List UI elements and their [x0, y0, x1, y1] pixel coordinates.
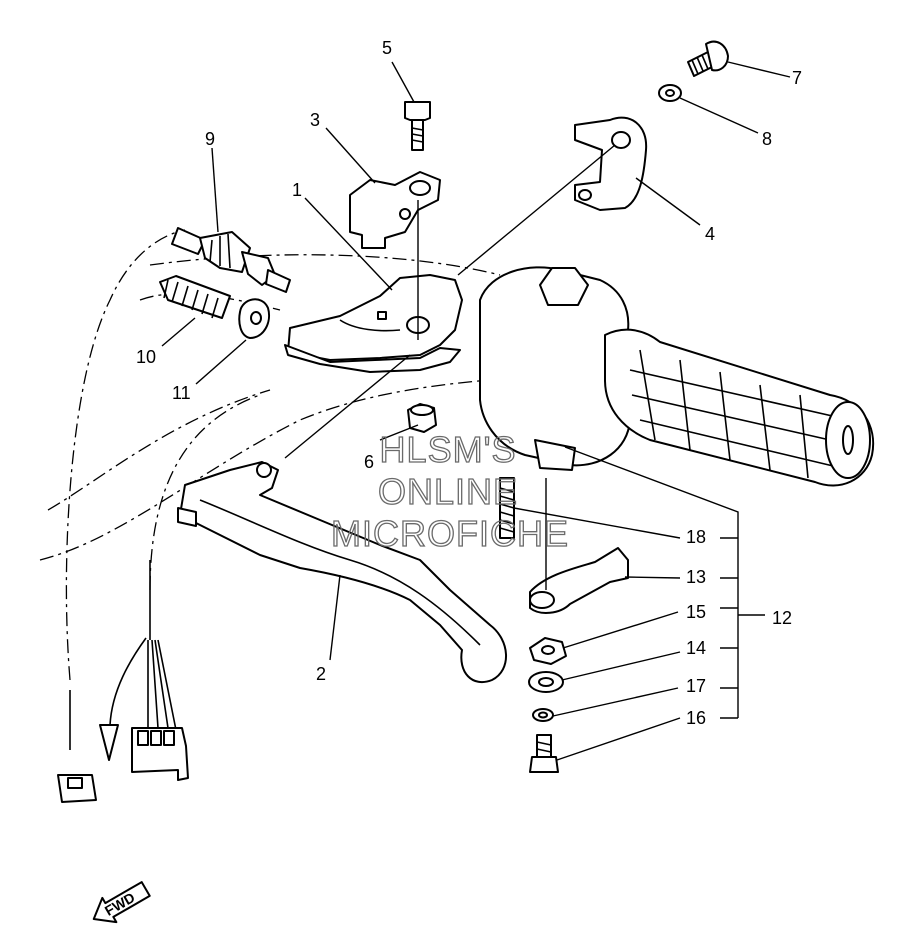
part-9-cable-adjuster	[171, 227, 291, 293]
part-18-screw	[499, 477, 515, 539]
callout-14: 14	[686, 638, 706, 658]
callout-6: 6	[364, 452, 374, 472]
callout-12: 12	[772, 608, 792, 628]
part-4-clamp	[574, 116, 648, 211]
watermark-line-3: MICROFICHE	[331, 513, 569, 554]
watermark-line-2: ONLINE	[378, 471, 518, 512]
leader-lines	[161, 61, 791, 761]
wiring-harness	[57, 560, 189, 803]
callout-18: 18	[686, 527, 706, 547]
callout-17: 17	[686, 676, 706, 696]
part-3-bracket	[349, 171, 441, 249]
part-8-washer	[658, 84, 682, 102]
callout-16: 16	[686, 708, 706, 728]
callout-9: 9	[205, 129, 215, 149]
callout-11: 11	[172, 383, 191, 403]
callout-7: 7	[792, 68, 802, 88]
part-12-switch-assembly	[479, 266, 875, 487]
part-16-screw	[529, 734, 559, 773]
watermark-line-1: HLSM'S	[380, 429, 517, 470]
callout-4: 4	[705, 224, 715, 244]
part-13-adjuster	[529, 547, 629, 614]
part-17-spring-washer	[532, 708, 554, 722]
callout-labels: 5 3 1 7 8 4 9 10 11 6 2 18 13 15 12 14 1…	[136, 38, 802, 728]
part-5-bolt	[404, 101, 431, 151]
callout-8: 8	[762, 129, 772, 149]
part-7-screw	[687, 40, 729, 77]
fwd-arrow-icon: FWD	[92, 881, 151, 924]
part-11-locknut	[238, 298, 270, 339]
callout-1: 1	[292, 180, 302, 200]
watermark: HLSM'S ONLINE MICROFICHE	[330, 428, 569, 554]
callout-15: 15	[686, 602, 706, 622]
part-15-nut	[529, 637, 567, 665]
part-2-clutch-lever	[177, 461, 507, 683]
callout-13: 13	[686, 567, 706, 587]
callout-5: 5	[382, 38, 392, 58]
callout-3: 3	[310, 110, 320, 130]
part-10-adjuster-sleeve	[159, 275, 231, 319]
part-1-lever-holder	[284, 274, 463, 373]
callout-10: 10	[136, 347, 156, 367]
callout-2: 2	[316, 664, 326, 684]
part-14-washer	[528, 671, 564, 693]
